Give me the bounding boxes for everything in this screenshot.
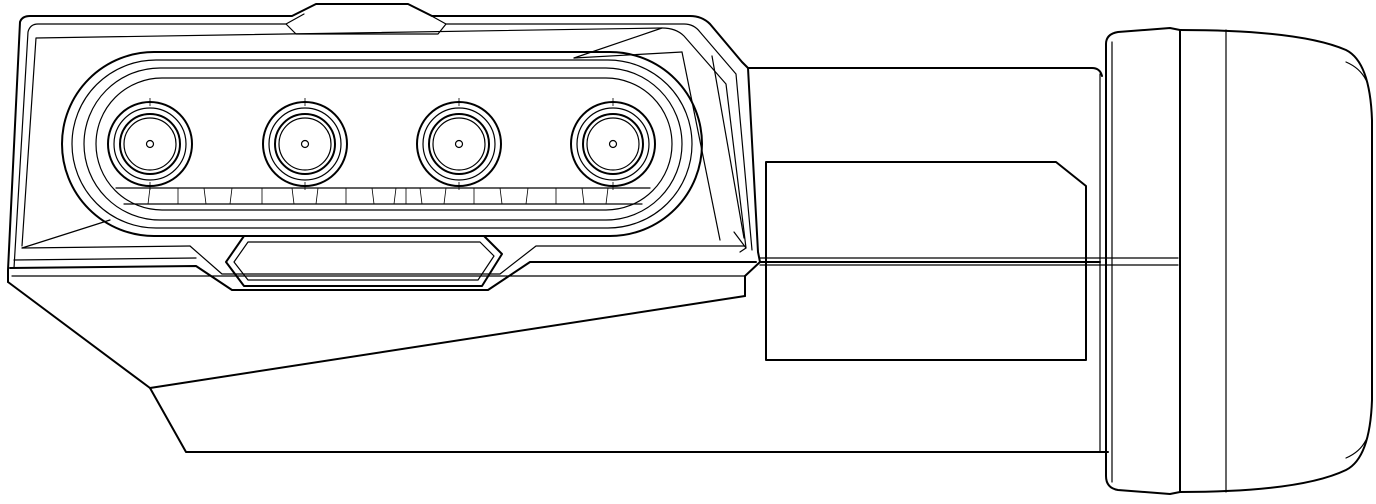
grille-slat bbox=[371, 187, 375, 205]
grille-slat bbox=[499, 187, 503, 205]
lens-2-center bbox=[300, 139, 310, 149]
lens-bar-outer bbox=[61, 51, 703, 237]
lens-bar-inner bbox=[83, 67, 683, 221]
grille-slat bbox=[525, 187, 529, 205]
label-recess bbox=[765, 161, 1087, 361]
lens-3 bbox=[416, 98, 502, 190]
lens-4 bbox=[570, 98, 656, 190]
lower-housing bbox=[7, 275, 1109, 453]
grille-slat bbox=[581, 187, 585, 205]
bottom-tab bbox=[225, 235, 503, 287]
grille-slat bbox=[147, 187, 151, 205]
grille-slat bbox=[443, 187, 447, 205]
lens-2 bbox=[262, 98, 348, 190]
grille-slat bbox=[203, 187, 207, 205]
neck-body bbox=[747, 67, 1179, 361]
feed-cap bbox=[1099, 27, 1373, 495]
grille-slat bbox=[315, 187, 319, 205]
lens-3-center bbox=[454, 139, 464, 149]
lens-4-center bbox=[608, 139, 618, 149]
grille-slat bbox=[605, 187, 609, 205]
grille-slat bbox=[393, 187, 397, 205]
lens-1-center bbox=[145, 139, 155, 149]
grille-slat bbox=[419, 187, 423, 205]
grille-slat bbox=[291, 187, 295, 205]
lens-1 bbox=[107, 98, 193, 190]
front-head bbox=[7, 3, 761, 291]
grille-slat bbox=[229, 187, 233, 205]
lens-bar bbox=[61, 51, 703, 237]
grille-strip bbox=[115, 187, 651, 205]
cap-ring bbox=[1105, 27, 1181, 495]
